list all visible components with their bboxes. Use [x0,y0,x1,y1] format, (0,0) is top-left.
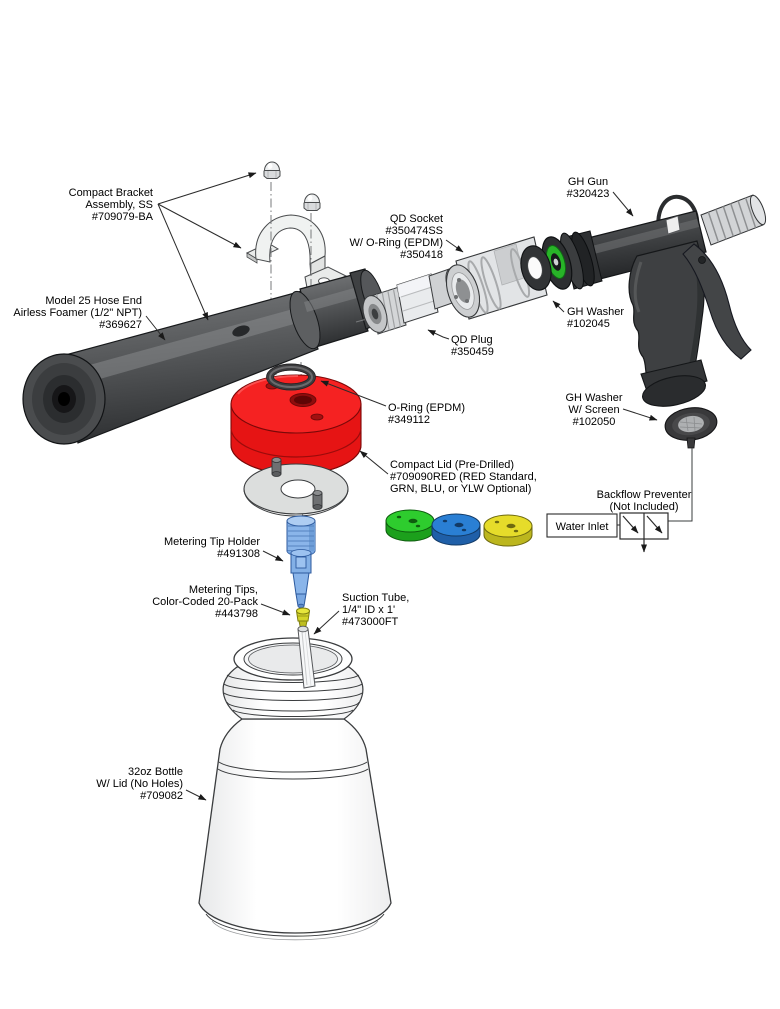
svg-text:#491308: #491308 [217,548,260,560]
svg-text:QD Socket: QD Socket [390,213,443,225]
svg-text:Compact Bracket: Compact Bracket [69,187,153,199]
label-compact-lid: Compact Lid (Pre-Drilled) #709090RED (RE… [390,459,537,495]
svg-text:#350459: #350459 [451,346,494,358]
svg-text:#473000FT: #473000FT [342,616,399,628]
water-inlet-label: Water Inlet [556,521,609,533]
label-backflow-preventer: Backflow Preventer (Not Included) [597,489,692,513]
svg-text:#443798: #443798 [215,608,258,620]
svg-text:#709079-BA: #709079-BA [92,211,154,223]
screw-post [271,457,282,477]
svg-text:Suction Tube,: Suction Tube, [342,592,409,604]
svg-text:Color-Coded 20-Pack: Color-Coded 20-Pack [152,596,258,608]
backflow-connector-line [668,448,693,522]
gun-nozzle [541,230,603,290]
compact-lid-red [230,363,362,475]
svg-text:QD Plug: QD Plug [451,334,493,346]
svg-text:(Not Included): (Not Included) [609,501,678,513]
svg-text:#320423: #320423 [567,188,610,200]
screw-post [312,490,323,510]
leader-lines [145,172,658,801]
gh-washer [520,245,552,291]
svg-text:#102050: #102050 [573,416,616,428]
svg-text:GH Gun: GH Gun [568,176,608,188]
o-ring [266,363,316,391]
label-metering-tip-holder: Metering Tip Holder #491308 [164,536,260,560]
gh-washer-screen [664,407,718,449]
label-suction-tube: Suction Tube, 1/4" ID x 1' #473000FT [342,592,409,628]
lid-option-yellow [483,514,533,547]
label-metering-tips: Metering Tips, Color-Coded 20-Pack #4437… [152,584,258,620]
label-compact-bracket: Compact Bracket Assembly, SS #709079-BA [69,187,154,223]
svg-text:32oz Bottle: 32oz Bottle [128,766,183,778]
svg-text:#709090RED (RED Standard,: #709090RED (RED Standard, [390,471,537,483]
backflow-preventer-symbol [619,512,669,553]
bottle [198,637,392,941]
svg-text:#350474SS: #350474SS [386,225,444,237]
svg-text:Model 25 Hose End: Model 25 Hose End [45,295,142,307]
svg-text:#350418: #350418 [400,249,443,261]
acorn-nut-right [303,193,321,211]
part-labels: Compact Bracket Assembly, SS #709079-BA … [13,176,691,802]
svg-text:O-Ring (EPDM): O-Ring (EPDM) [388,402,465,414]
label-foamer: Model 25 Hose End Airless Foamer (1/2" N… [13,295,142,331]
svg-text:GRN, BLU, or YLW Optional): GRN, BLU, or YLW Optional) [390,483,531,495]
acorn-nut-left [263,161,281,179]
label-gh-washer: GH Washer #102045 [567,306,624,330]
svg-text:W/ O-Ring (EPDM): W/ O-Ring (EPDM) [350,237,444,249]
lid-option-blue [431,513,481,546]
label-qd-plug: QD Plug #350459 [451,334,494,358]
metering-tip [295,607,311,629]
metering-tip-holder [286,515,316,609]
water-inlet-callout: Water Inlet [546,513,620,538]
svg-text:GH Washer: GH Washer [567,306,624,318]
svg-text:#709082: #709082 [140,790,183,802]
label-gh-washer-screen: GH Washer W/ Screen #102050 [565,392,622,428]
svg-text:#369627: #369627 [99,319,142,331]
svg-text:1/4" ID x 1': 1/4" ID x 1' [342,604,395,616]
svg-text:Airless Foamer (1/2" NPT): Airless Foamer (1/2" NPT) [13,307,142,319]
suction-tube [297,625,316,689]
svg-text:Backflow Preventer: Backflow Preventer [597,489,692,501]
lid-option-green [385,509,435,542]
gun-handle [628,240,705,388]
svg-text:#349112: #349112 [388,414,430,426]
svg-text:#102045: #102045 [567,318,610,330]
label-gh-gun: GH Gun #320423 [567,176,610,200]
label-o-ring: O-Ring (EPDM) #349112 [388,402,465,426]
label-qd-socket: QD Socket #350474SS W/ O-Ring (EPDM) #35… [350,213,444,261]
label-bottle: 32oz Bottle W/ Lid (No Holes) #709082 [96,766,183,802]
svg-text:GH Washer: GH Washer [565,392,622,404]
svg-text:Compact Lid (Pre-Drilled): Compact Lid (Pre-Drilled) [390,459,514,471]
svg-text:W/ Lid (No Holes): W/ Lid (No Holes) [96,778,183,790]
svg-text:Metering Tip Holder: Metering Tip Holder [164,536,260,548]
gh-gun [541,194,767,407]
svg-text:W/ Screen: W/ Screen [568,404,619,416]
svg-text:Metering Tips,: Metering Tips, [189,584,258,596]
bottle-thread-collar [222,666,364,720]
svg-text:Assembly, SS: Assembly, SS [85,199,153,211]
bottle-mouth [233,637,353,681]
gun-trigger [682,243,752,360]
